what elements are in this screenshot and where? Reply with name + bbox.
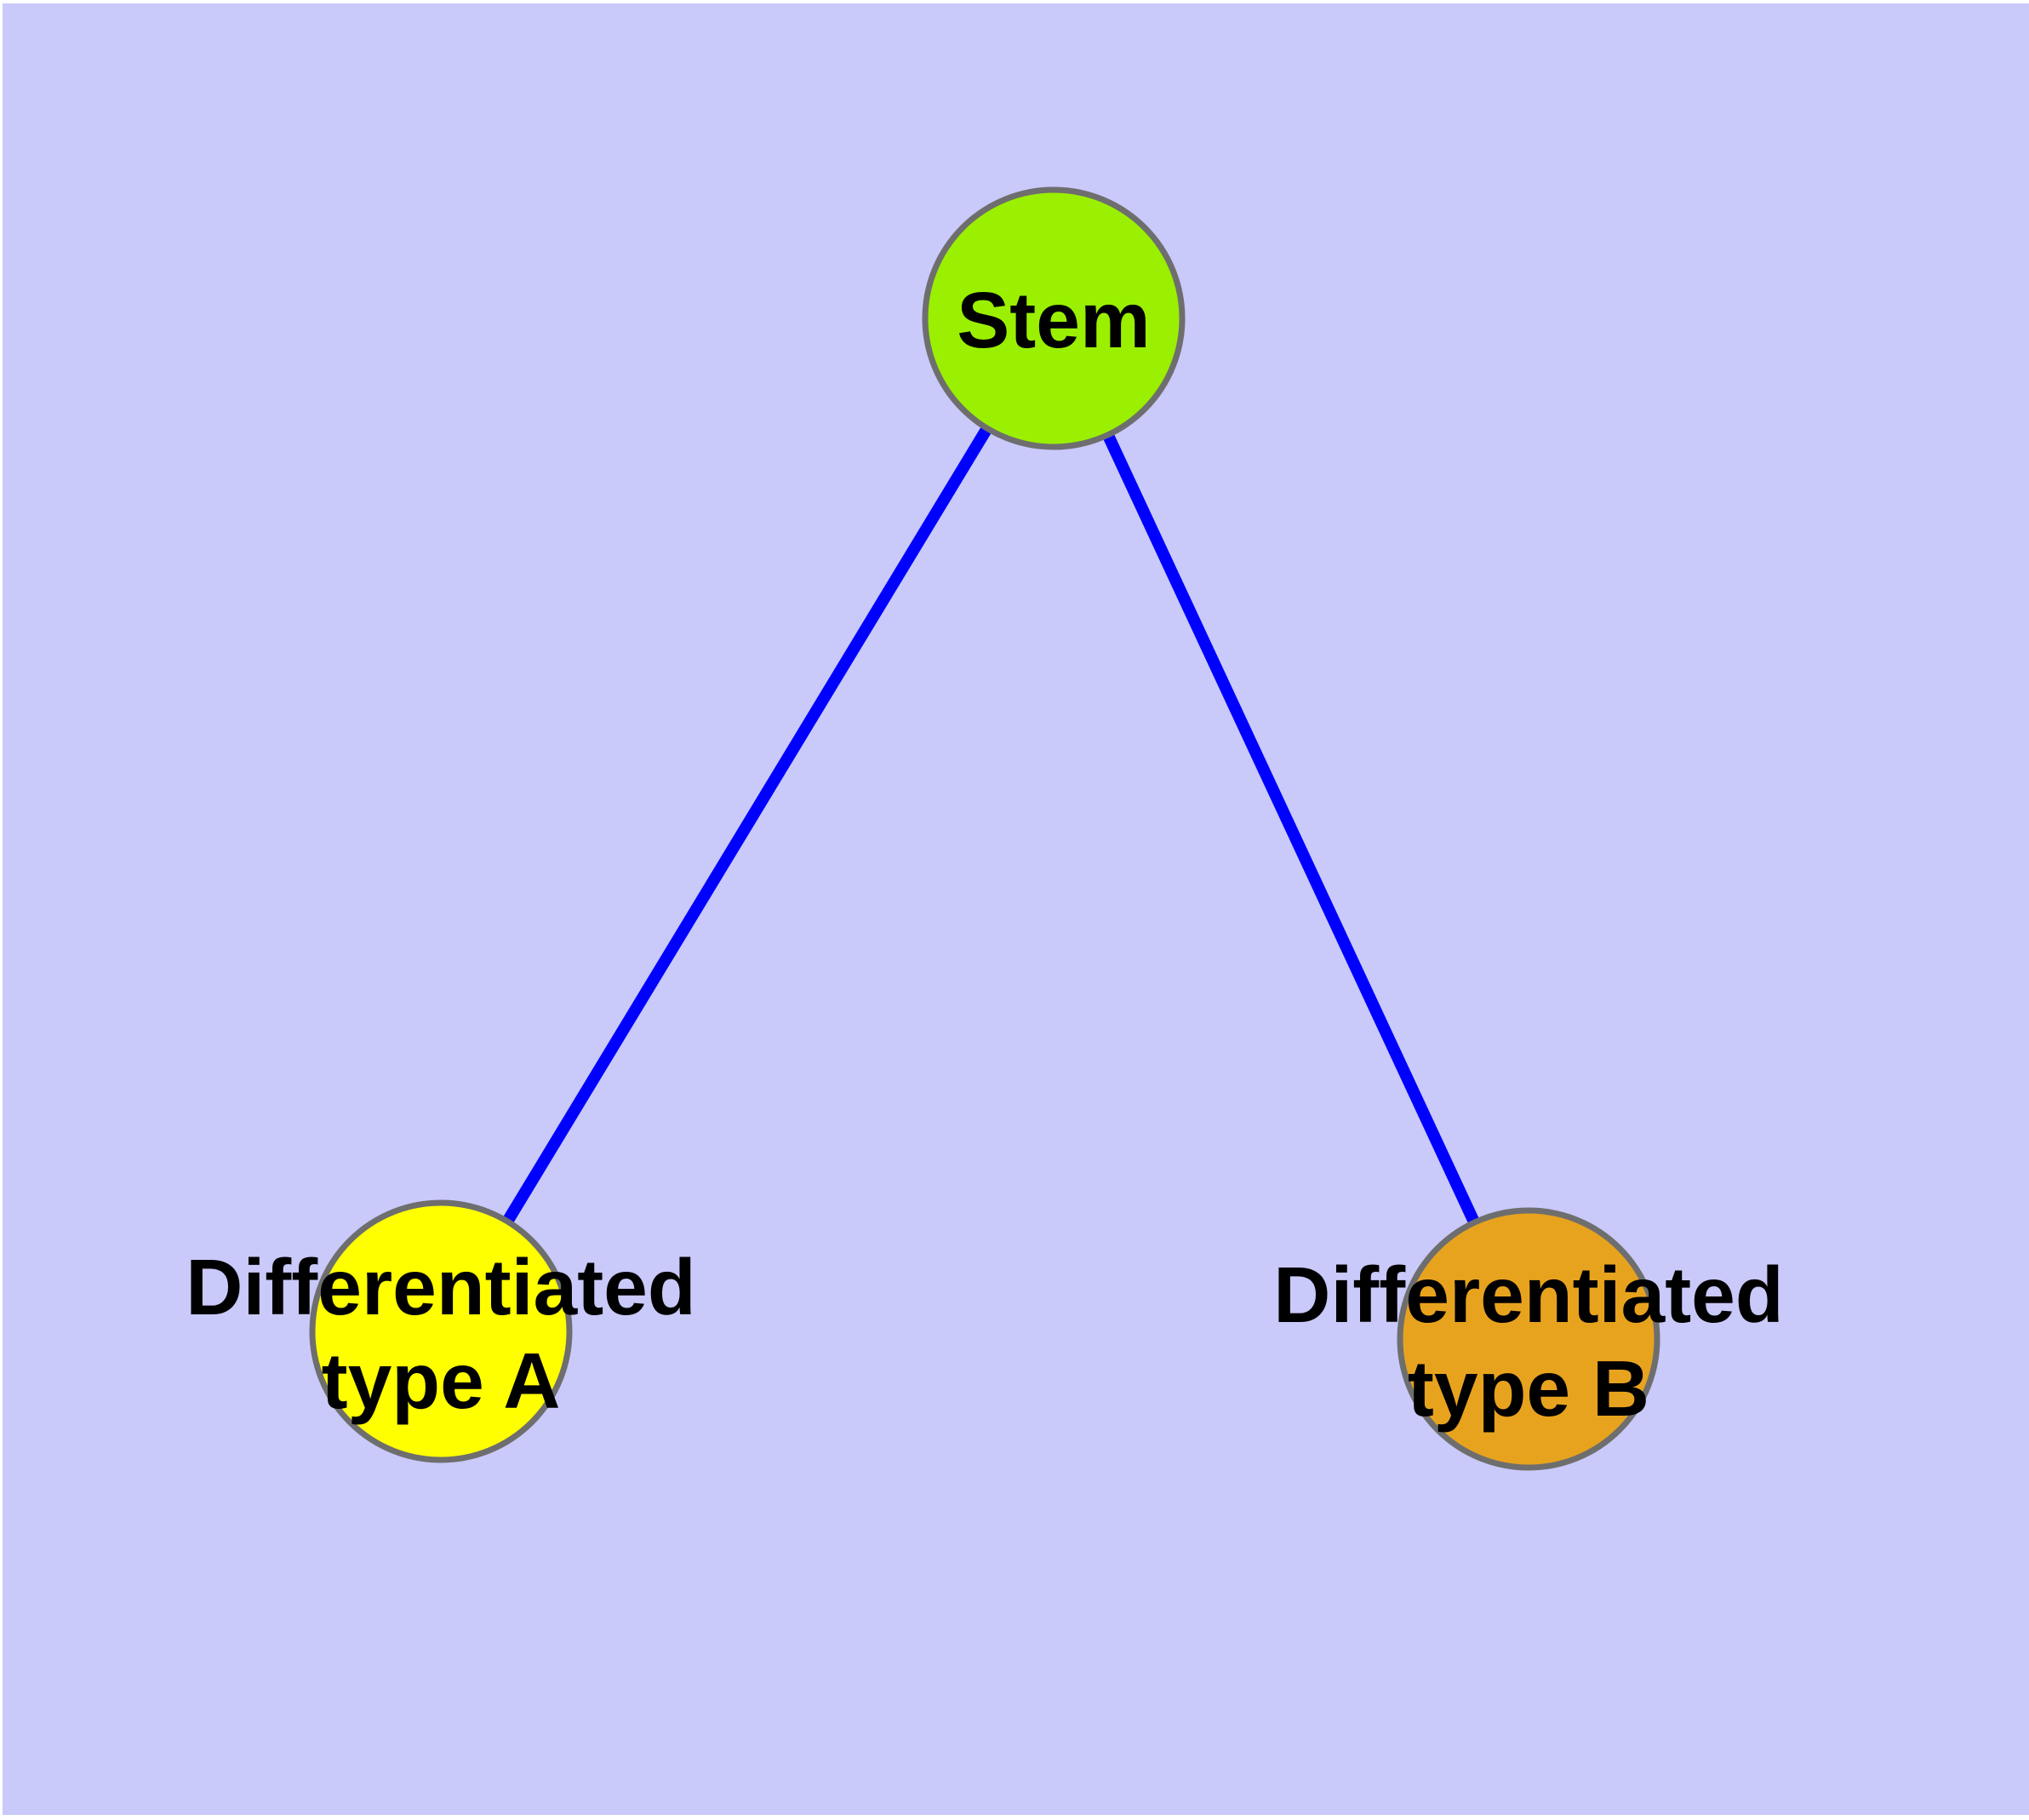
node-differentiated-type-b-label-line2: type B	[1408, 1344, 1649, 1433]
label-layer: Stem Differentiated type A Differentiate…	[186, 276, 1783, 1433]
node-differentiated-type-a-label-line2: type A	[322, 1336, 561, 1425]
edge-stem-to-differentiated-type-b	[1048, 316, 1535, 1342]
node-differentiated-type-b-circle	[1397, 1207, 1660, 1471]
node-differentiated-type-b-label-line1: Differentiated	[1273, 1251, 1783, 1339]
node-differentiated-type-a-circle	[309, 1199, 573, 1463]
node-differentiated-type-a-label-line1: Differentiated	[186, 1243, 695, 1331]
node-stem-label: Stem	[957, 276, 1150, 364]
edge-layer	[436, 315, 1535, 1342]
node-stem-circle	[922, 186, 1186, 450]
edge-stem-to-differentiated-type-a	[436, 315, 1059, 1335]
node-layer	[309, 186, 1660, 1471]
